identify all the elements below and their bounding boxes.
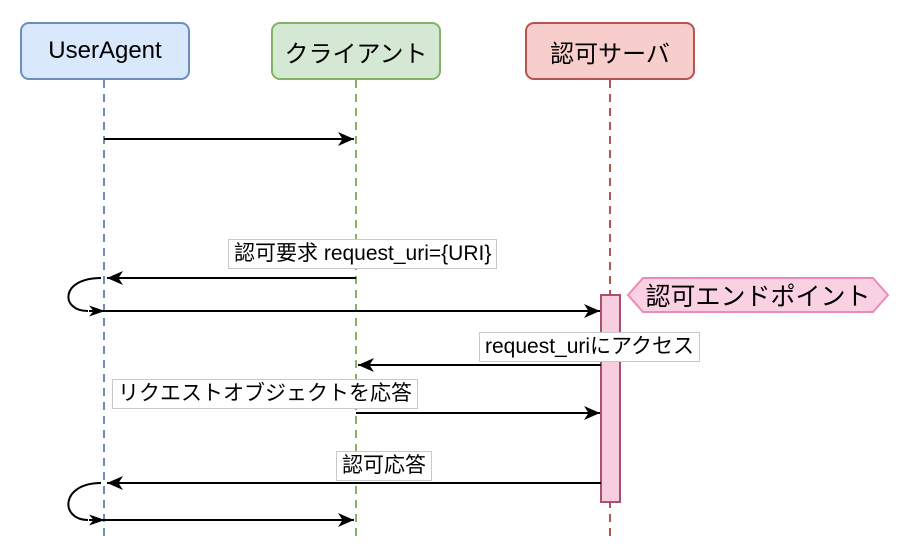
message-label-auth-request: 認可要求 request_uri={URI} (228, 239, 498, 269)
participant-client: クライアント (271, 22, 441, 80)
endpoint-note-label: 認可エンドポイント (645, 283, 871, 311)
message-label-request-object-response: リクエストオブジェクトを応答 (112, 379, 418, 409)
message-label-auth-response: 認可応答 (336, 451, 432, 481)
participant-useragent: UserAgent (20, 22, 190, 80)
participant-client-label: クライアント (284, 40, 428, 68)
message-label-access-request-uri: request_uriにアクセス (479, 332, 701, 362)
message-arrows (67, 132, 601, 527)
participant-auth-server: 認可サーバ (525, 22, 695, 80)
participant-useragent-label: UserAgent (48, 37, 162, 64)
participant-auth-server-label: 認可サーバ (550, 40, 670, 68)
activation-bar-auth-server (600, 294, 621, 503)
redirect-loop-top (67, 277, 102, 312)
redirect-loop-bottom (67, 482, 102, 521)
endpoint-note-shape (626, 277, 890, 313)
